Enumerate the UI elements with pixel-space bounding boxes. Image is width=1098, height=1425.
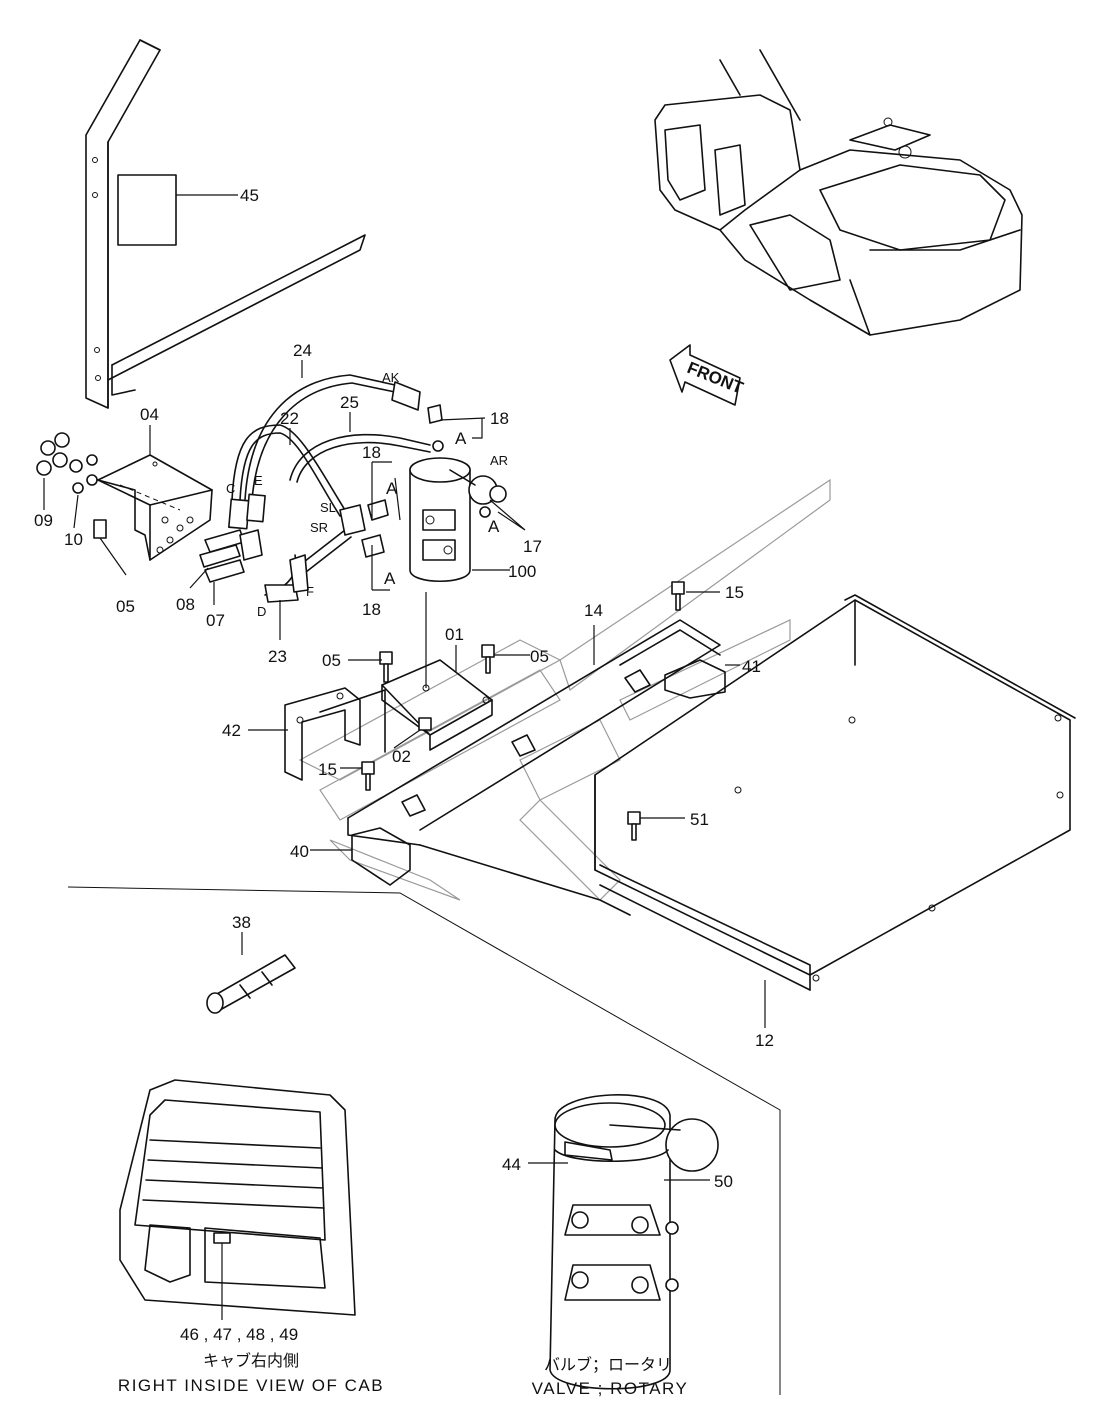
label-A-top: A (455, 429, 467, 448)
excavator-overview (654, 49, 1023, 336)
label-SR: SR (310, 520, 328, 535)
bracket-42 (284, 687, 386, 781)
rotary-valve-detail (528, 1094, 719, 1390)
label-05-right: 05 (530, 647, 549, 666)
label-A-right: A (488, 517, 500, 536)
label-08: 08 (176, 595, 195, 614)
front-arrow-label: FRONT (685, 358, 747, 398)
label-05-left: 05 (116, 597, 135, 616)
label-38: 38 (232, 913, 251, 932)
label-18-mid: 18 (362, 443, 381, 462)
label-18-bottom: 18 (362, 600, 381, 619)
label-42: 42 (222, 721, 241, 740)
label-51: 51 (690, 810, 709, 829)
label-45: 45 (240, 186, 259, 205)
cab-side-panel (85, 39, 366, 409)
label-22: 22 (280, 409, 299, 428)
label-AR: AR (490, 453, 508, 468)
label-A-bottom: A (384, 569, 396, 588)
label-07: 07 (206, 611, 225, 630)
label-15-top: 15 (725, 583, 744, 602)
label-44: 44 (502, 1155, 521, 1174)
label-25: 25 (340, 393, 359, 412)
label-46-49: 46 , 47 , 48 , 49 (180, 1325, 298, 1344)
label-12: 12 (755, 1031, 774, 1050)
label-09: 09 (34, 511, 53, 530)
cab-inside-view (119, 1079, 356, 1320)
caption-cab-en: RIGHT INSIDE VIEW OF CAB (118, 1376, 384, 1395)
label-C: C (226, 481, 235, 496)
fittings-07-08 (189, 529, 263, 605)
label-18-top: 18 (490, 409, 509, 428)
label-AK: AK (382, 370, 400, 385)
label-05-mid: 05 (322, 651, 341, 670)
label-23: 23 (268, 647, 287, 666)
bracket-40 (351, 827, 411, 886)
label-100: 100 (508, 562, 536, 581)
caption-cab-jp: キャブ右内側 (203, 1351, 299, 1370)
label-02: 02 (392, 747, 411, 766)
captions: キャブ右内側 RIGHT INSIDE VIEW OF CAB バルブ；ロータリ… (118, 1351, 689, 1398)
label-10: 10 (64, 530, 83, 549)
caution-plate-45 (117, 174, 177, 246)
rotary-valve-100 (409, 440, 507, 583)
caption-valve-jp: バルブ；ロータリ (544, 1355, 672, 1374)
hoses (228, 374, 443, 603)
label-17: 17 (523, 537, 542, 556)
label-D: D (257, 604, 266, 619)
bracket-04 (36, 425, 213, 576)
label-24: 24 (293, 341, 312, 360)
label-15-bottom: 15 (318, 760, 337, 779)
label-40: 40 (290, 842, 309, 861)
pin-38 (206, 954, 296, 1014)
reference-lines (67, 849, 781, 1395)
part-labels: 45 24 AK 18 A 25 22 04 09 10 05 08 07 C … (34, 186, 774, 1344)
floor-plate (347, 619, 726, 916)
bolts (361, 581, 685, 841)
label-SL: SL (320, 500, 336, 515)
label-50: 50 (714, 1172, 733, 1191)
label-A-mid: A (386, 479, 398, 498)
label-01: 01 (445, 625, 464, 644)
label-41: 41 (742, 657, 761, 676)
label-F: F (306, 584, 314, 599)
label-04: 04 (140, 405, 159, 424)
front-arrow: FRONT (669, 344, 747, 406)
mount-bracket-01 (381, 592, 493, 751)
label-14: 14 (584, 601, 603, 620)
leader-lines (241, 360, 766, 1028)
label-E: E (254, 473, 263, 488)
tray-12 (594, 594, 1076, 991)
caption-valve-en: VALVE ; ROTARY (532, 1379, 689, 1398)
